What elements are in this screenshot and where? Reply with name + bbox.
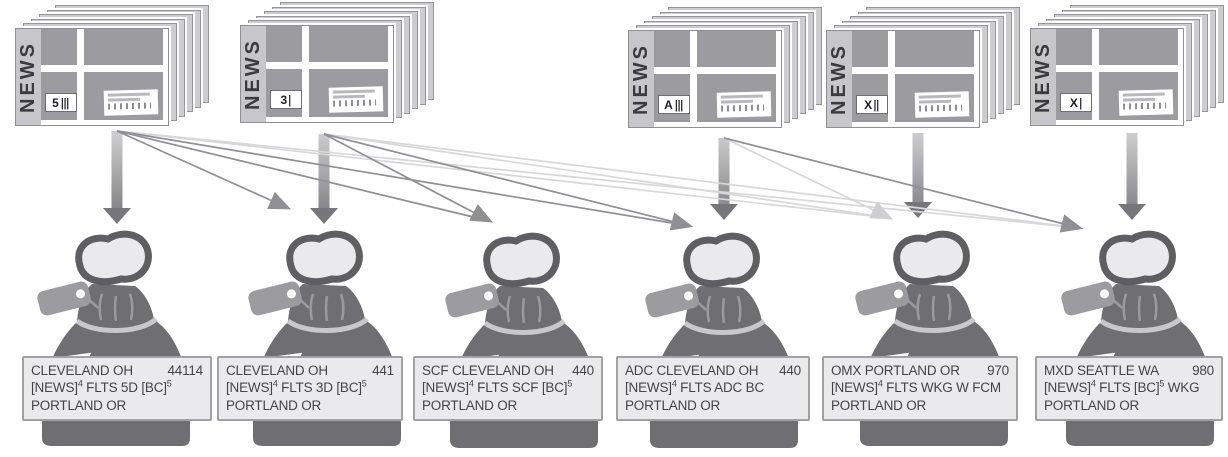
label-zip: 970 [987,363,1009,378]
address-label-chip [1118,89,1174,116]
sack-label-line2: [NEWS]4 FLTS [BC]5 WKG [1044,378,1200,396]
label-zip: 44114 [167,363,203,378]
newspaper-bundle-mixed-1: NEWS X|| [824,5,1026,130]
bundle-face: NEWS 5||| [13,26,171,128]
news-panel [309,69,388,117]
news-masthead: NEWS [17,41,39,113]
label-zip: 440 [572,363,594,378]
barcode-icon: ||| [674,97,683,112]
news-panel [41,29,77,65]
sack-label-line1: CLEVELAND OH 44114 [31,362,203,379]
bundle-code: X [1069,95,1078,110]
sack-label-line2: [NEWS]4 FLTS SCF [BC]5 [422,378,573,396]
bundle-face: NEWS 3| [238,23,396,125]
news-panel: A||| [654,74,690,122]
newspaper-bundle-5d: NEWS 5||| [13,3,215,128]
bundle-code-chip: A||| [658,95,690,114]
address-label-chip [716,91,772,118]
sack-label-line1: CLEVELAND OH 441 [226,362,394,379]
news-panel [84,29,163,65]
news-panel [1056,29,1092,65]
label-place: ADC CLEVELAND OH [625,363,759,378]
sack-label-line2: [NEWS]4 FLTS ADC BC [625,378,764,396]
sack-label-line3: PORTLAND OR [1044,397,1140,413]
sack-label-line3: PORTLAND OR [625,397,721,413]
bundle-face: NEWS A||| [626,28,784,130]
news-masthead: NEWS [630,43,652,115]
bundle-code: 3 [280,92,288,107]
bundle-code-chip: 3| [270,90,302,109]
news-panel [84,72,163,120]
news-panel [895,74,974,122]
label-zip: 441 [372,363,394,378]
news-panel: 5||| [41,72,77,120]
news-panel: X|| [852,74,888,122]
sack-label-3d: CLEVELAND OH 441 [NEWS]4 FLTS 3D [BC]5 PO… [217,356,403,421]
news-panel: X| [1056,72,1092,120]
bundle-panels: X| [1056,29,1183,125]
label-place: MXD SEATTLE WA [1044,363,1159,378]
sack-label-line3: PORTLAND OR [831,397,927,413]
barcode-icon: || [873,97,880,112]
bundle-code: X [864,97,873,112]
label-zip: 440 [779,363,801,378]
label-zip: 980 [1192,363,1214,378]
news-masthead: NEWS [1032,41,1054,113]
label-place: OMX PORTLAND OR [831,363,960,378]
news-panel [266,26,302,62]
news-panel [654,31,690,67]
sack-label-mxd: MXD SEATTLE WA 980 [NEWS]4 FLTS [BC]5 WKG… [1035,356,1223,421]
sack-label-line3: PORTLAND OR [226,397,322,413]
label-place: SCF CLEVELAND OH [422,363,554,378]
news-panel [852,31,888,67]
barcode-icon: | [1079,95,1082,110]
bundle-code-chip: X| [1060,93,1092,112]
bundle-face: NEWS X| [1028,26,1186,128]
address-label-chip [328,86,384,113]
sack-label-line1: SCF CLEVELAND OH 440 [422,362,594,379]
newspaper-bundle-adc: NEWS A||| [626,5,828,130]
news-panel: 3| [266,69,302,117]
bundle-panels: X|| [852,31,979,127]
barcode-icon: | [288,92,292,107]
newspaper-bundle-3d: NEWS 3| [238,0,440,125]
sack-label-line3: PORTLAND OR [422,397,518,413]
sack-label-line2: [NEWS]4 FLTS 5D [BC]5 [31,378,172,396]
barcode-icon: ||| [60,95,69,110]
bundle-code-chip: X|| [856,95,888,114]
sack-label-omx: OMX PORTLAND OR 970 [NEWS]4 FLTS WKG W FC… [822,356,1018,421]
bundle-code-chip: 5||| [45,93,77,112]
sack-label-line1: OMX PORTLAND OR 970 [831,362,1009,379]
sack-label-line1: MXD SEATTLE WA 980 [1044,362,1214,379]
bundle-panels: A||| [654,31,781,127]
sack-label-line2: [NEWS]4 FLTS WKG W FCM [831,378,1001,396]
news-masthead: NEWS [242,38,264,110]
news-panel [895,31,974,67]
address-label-chip [103,89,159,116]
sack-label-line3: PORTLAND OR [31,397,127,413]
bundle-code: A [664,97,673,112]
news-panel [697,74,776,122]
address-label-chip [914,91,970,118]
bundle-panels: 5||| [41,29,168,125]
label-place: CLEVELAND OH [226,363,328,378]
news-masthead: NEWS [828,43,850,115]
news-panel [1099,72,1178,120]
news-panel [1099,29,1178,65]
news-panel [309,26,388,62]
bundle-panels: 3| [266,26,393,122]
bundle-code: 5 [52,95,59,110]
news-panel [697,31,776,67]
sack-label-line2: [NEWS]4 FLTS 3D [BC]5 [226,378,367,396]
label-place: CLEVELAND OH [31,363,133,378]
newspaper-bundle-mixed-2: NEWS X| [1028,3,1228,128]
bundle-face: NEWS X|| [824,28,982,130]
sack-label-scf: SCF CLEVELAND OH 440 [NEWS]4 FLTS SCF [BC… [413,356,603,421]
sack-label-line1: ADC CLEVELAND OH 440 [625,362,801,379]
